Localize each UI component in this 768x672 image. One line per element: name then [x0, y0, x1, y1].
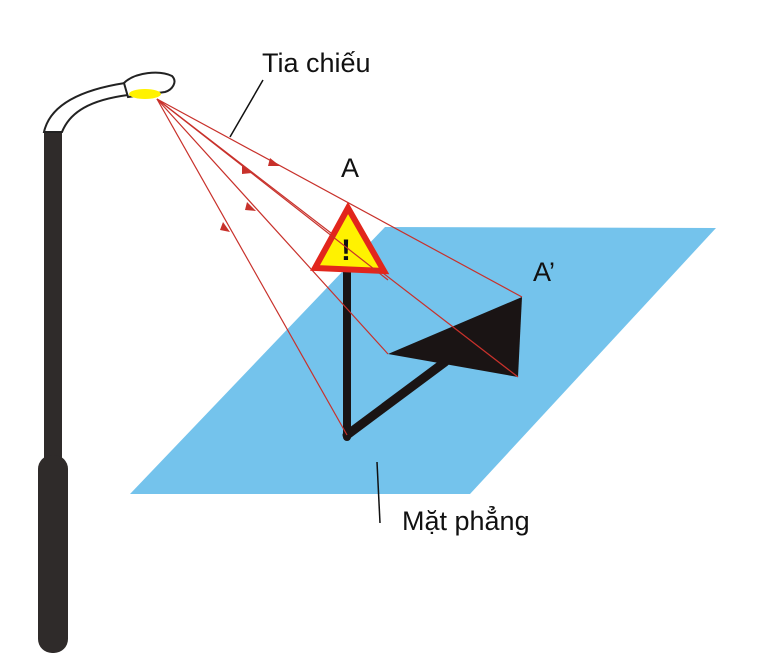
street-lamp — [38, 71, 176, 653]
arrow-icon — [245, 202, 256, 211]
plane-label-pointer — [376, 461, 381, 524]
point-a-prime-label: A’ — [533, 257, 556, 287]
ray — [156, 98, 389, 355]
ray-label-pointer — [229, 79, 264, 138]
shadow — [342, 297, 522, 440]
arrow-icon — [220, 222, 230, 232]
lamp-pole-base — [38, 455, 68, 653]
exclamation-icon: ! — [341, 234, 351, 267]
ray — [156, 98, 523, 298]
ray-arrow-icons — [220, 158, 280, 232]
shadow-triangle — [388, 297, 522, 377]
warning-sign: ! — [310, 201, 390, 275]
plane-label: Mặt phẳng — [402, 506, 530, 536]
lamp-light — [129, 89, 161, 99]
arrow-icon — [268, 158, 280, 166]
lamp-arm — [42, 81, 130, 133]
projection-plane — [130, 227, 716, 494]
point-a-label: A — [341, 153, 360, 183]
lamp-pole — [44, 128, 62, 468]
sign-ray-overlay — [156, 98, 389, 281]
ray-label: Tia chiếu — [262, 48, 371, 78]
ray — [156, 98, 348, 436]
